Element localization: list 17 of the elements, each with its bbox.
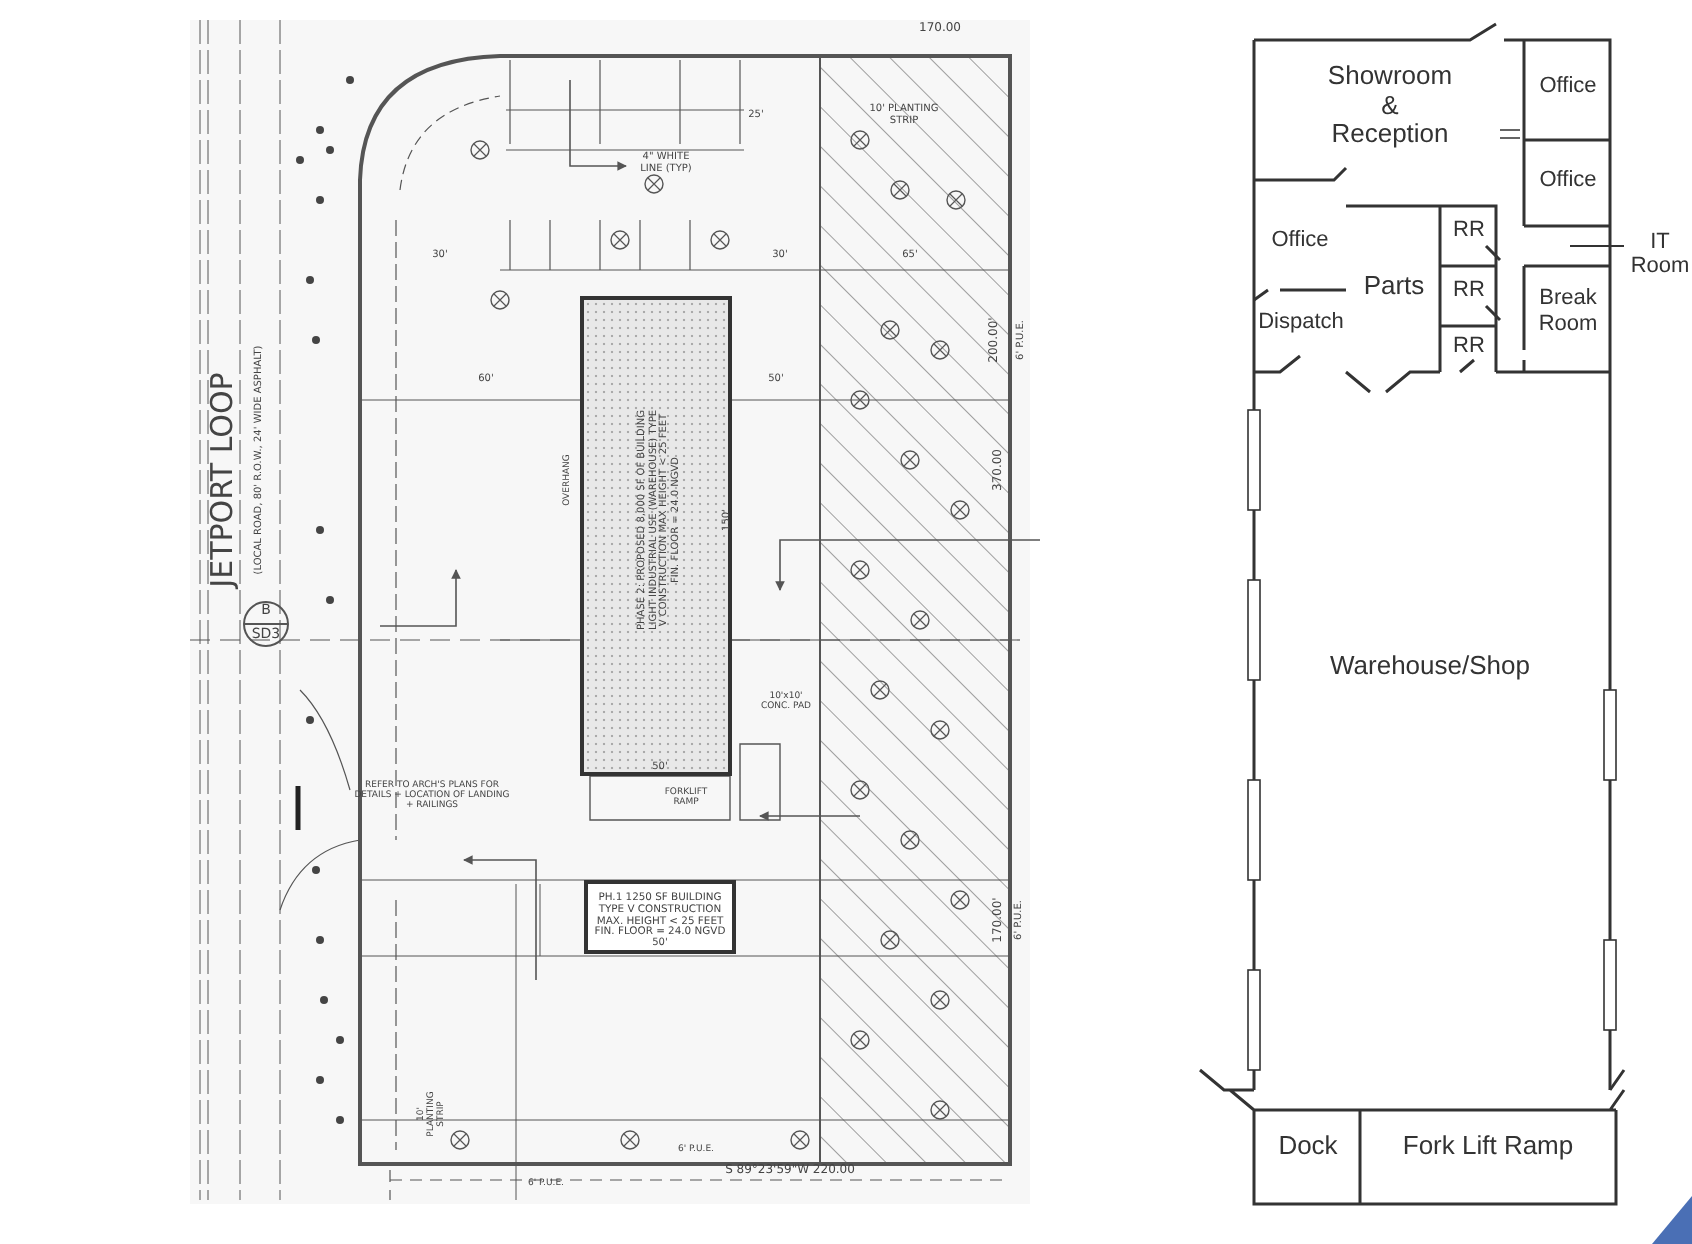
- room-label: Office: [1258, 220, 1342, 260]
- room-label: RR: [1444, 212, 1494, 248]
- building-footprint: [584, 880, 736, 954]
- room-label: Break Room: [1528, 274, 1608, 350]
- street-name: JETPORT LOOP: [205, 372, 239, 588]
- room-label: Warehouse/Shop: [1300, 644, 1560, 688]
- room-label: Parts: [1350, 266, 1438, 306]
- room-label: RR: [1444, 272, 1494, 308]
- room-label: Showroom & Reception: [1304, 44, 1476, 168]
- room-label: Dock: [1258, 1124, 1358, 1168]
- room-label: Fork Lift Ramp: [1364, 1124, 1612, 1168]
- room-label: Office: [1528, 66, 1608, 106]
- room-label: Office: [1528, 160, 1608, 200]
- room-label: IT Room: [1628, 229, 1692, 279]
- room-label: Dispatch: [1256, 304, 1346, 340]
- building-footprint: [580, 296, 732, 776]
- room-label: RR: [1444, 328, 1494, 364]
